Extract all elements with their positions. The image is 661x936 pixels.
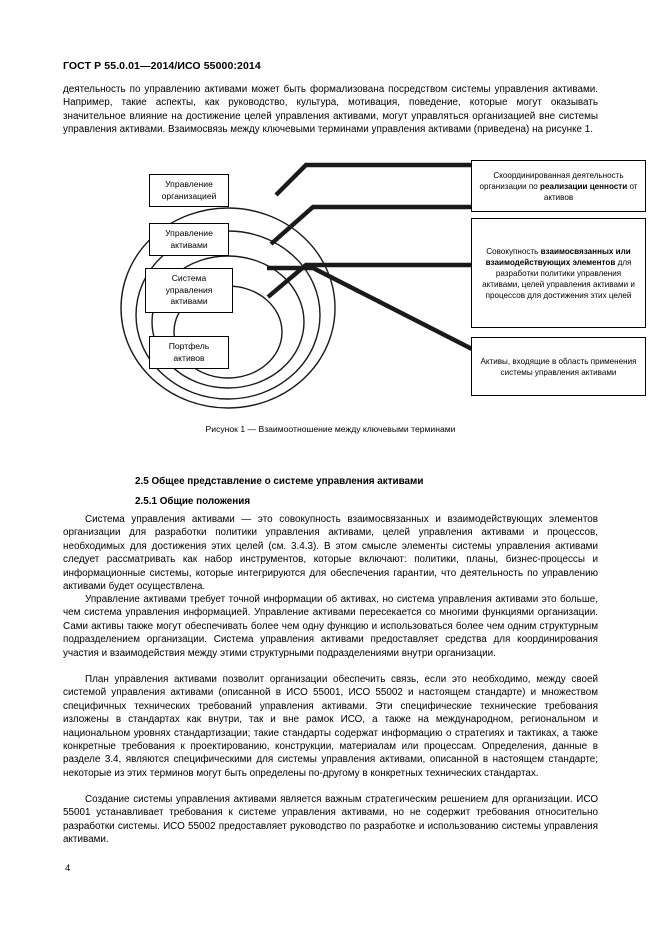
heading-2-5: 2.5 Общее представление о системе управл… <box>135 476 424 487</box>
figure-1: Управление организацией Управление актив… <box>63 160 646 434</box>
paragraph-3: План управления активами позволит органи… <box>63 674 598 779</box>
figure-callout-assets-in-scope: Активы, входящие в область применения си… <box>471 337 646 396</box>
figure-box-line: активами <box>170 296 208 307</box>
paragraph-4: Создание системы управления активами явл… <box>63 794 598 846</box>
connector-line-2 <box>269 204 473 246</box>
figure-box-asset-portfolio: Портфель активов <box>149 336 229 369</box>
figure-box-line: Управление <box>165 178 213 189</box>
paragraph-2: Управление активами требует точной инфор… <box>63 594 598 659</box>
page-header: ГОСТ Р 55.0.01—2014/ИСО 55000:2014 <box>63 60 261 72</box>
figure-box-line: Управление <box>165 227 213 238</box>
figure-callout-value-realization: Скоординированная деятельность организац… <box>471 160 646 212</box>
figure-box-asset-management-system: Система управления активами <box>145 268 233 313</box>
figure-box-line: организацией <box>161 190 217 201</box>
figure-box-line: Портфель <box>168 340 210 351</box>
paragraph-1: Система управления активами — это совоку… <box>63 514 598 593</box>
figure-box-line: активов <box>173 352 205 363</box>
page-number: 4 <box>65 863 71 874</box>
figure-box-line: Система <box>171 273 207 284</box>
figure-box-organization: Управление организацией <box>149 174 229 207</box>
figure-caption: Рисунок 1 — Взаимоотношение между ключев… <box>205 424 456 434</box>
intro-paragraph: деятельность по управлению активами може… <box>63 84 598 136</box>
heading-2-5-1: 2.5.1 Общие положения <box>135 496 251 507</box>
figure-callout-system-elements: Совокупность взаимосвязанных или взаимод… <box>471 218 646 328</box>
connector-line-3 <box>266 262 473 299</box>
figure-box-line: активами <box>170 239 208 250</box>
figure-box-line: управления <box>165 284 213 295</box>
figure-box-asset-management: Управление активами <box>149 223 229 256</box>
connector-line-1 <box>274 162 473 197</box>
connector-line-4 <box>267 265 473 351</box>
